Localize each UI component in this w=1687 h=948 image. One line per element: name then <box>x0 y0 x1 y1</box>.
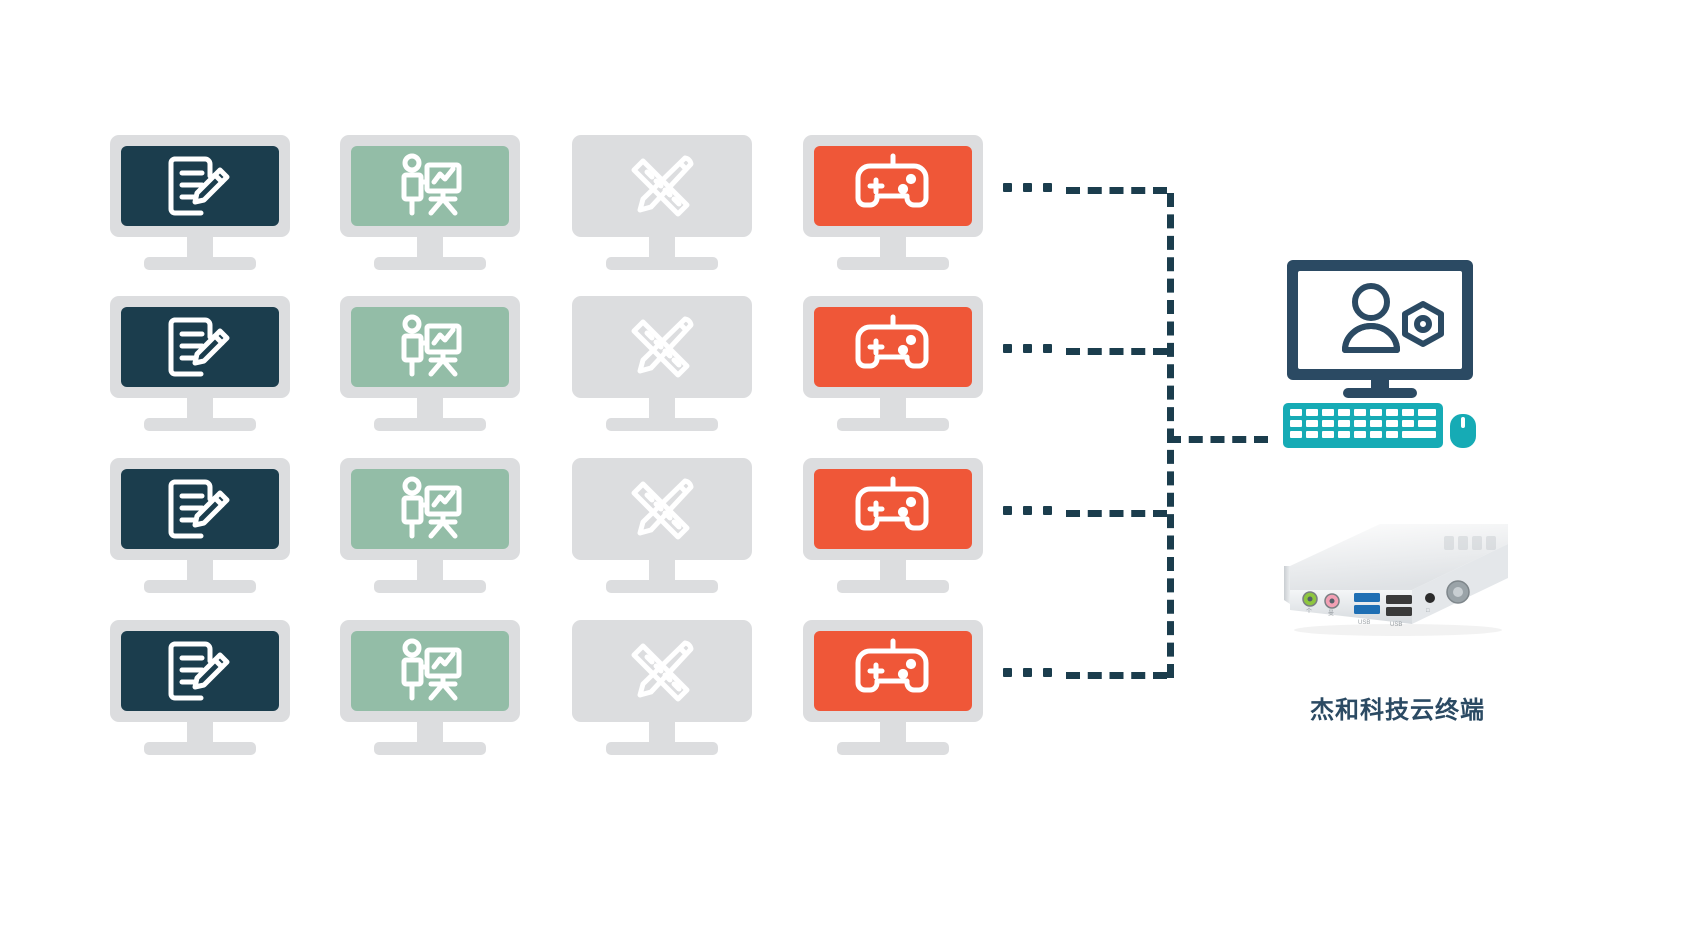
client-monitor-training[interactable] <box>340 620 520 755</box>
pencil-ruler-icon <box>583 146 741 226</box>
connector-tail <box>1167 436 1268 443</box>
connector-branch-3 <box>1066 510 1167 517</box>
gear-hex-icon <box>1402 301 1444 347</box>
client-monitor-gaming[interactable] <box>803 458 983 593</box>
presenter-chart-icon <box>351 469 509 549</box>
gamepad-icon <box>814 631 972 711</box>
monitor-base <box>144 742 256 755</box>
pencil-ruler-icon <box>583 469 741 549</box>
user-gear-icon <box>1342 283 1400 353</box>
client-monitor-gaming[interactable] <box>803 296 983 431</box>
dc-in-jack <box>1425 593 1435 603</box>
client-monitor-training[interactable] <box>340 458 520 593</box>
usb3-port-upper <box>1354 593 1380 602</box>
monitor-base <box>606 418 718 431</box>
terminal-monitor <box>1285 258 1475 398</box>
client-monitor-design[interactable] <box>572 296 752 431</box>
document-pencil-icon <box>121 469 279 549</box>
connector-branch-4 <box>1066 672 1167 679</box>
client-monitor-office[interactable] <box>110 135 290 270</box>
svg-text:□: □ <box>1426 608 1430 614</box>
ellipsis-row-3 <box>1003 506 1052 515</box>
presenter-chart-icon <box>351 307 509 387</box>
monitor-base <box>374 257 486 270</box>
client-monitor-office[interactable] <box>110 296 290 431</box>
monitor-base <box>837 742 949 755</box>
connector-branch-1 <box>1066 187 1167 194</box>
client-monitor-gaming[interactable] <box>803 620 983 755</box>
monitor-base <box>606 742 718 755</box>
monitor-base <box>144 418 256 431</box>
connector-branch-2 <box>1066 348 1167 355</box>
terminal-label: 杰和科技云终端 <box>1310 697 1485 724</box>
connector-trunk <box>1167 193 1174 678</box>
document-pencil-icon <box>121 146 279 226</box>
mini-pc-device: 个 曼 USB USB □ <box>1262 500 1512 645</box>
client-monitor-office[interactable] <box>110 458 290 593</box>
client-monitor-design[interactable] <box>572 458 752 593</box>
monitor-base <box>606 580 718 593</box>
client-monitor-training[interactable] <box>340 296 520 431</box>
client-monitor-design[interactable] <box>572 135 752 270</box>
ellipsis-row-1 <box>1003 183 1052 192</box>
gamepad-icon <box>814 307 972 387</box>
svg-text:USB: USB <box>1358 620 1370 626</box>
presenter-chart-icon <box>351 146 509 226</box>
terminal-keyboard <box>1283 403 1443 448</box>
client-monitor-office[interactable] <box>110 620 290 755</box>
monitor-base <box>837 257 949 270</box>
svg-text:曼: 曼 <box>1328 610 1334 617</box>
document-pencil-icon <box>121 631 279 711</box>
client-monitor-training[interactable] <box>340 135 520 270</box>
usb2-port-upper <box>1386 595 1412 604</box>
gamepad-icon <box>814 146 972 226</box>
monitor-base <box>374 742 486 755</box>
ellipsis-row-4 <box>1003 668 1052 677</box>
monitor-base <box>606 257 718 270</box>
document-pencil-icon <box>121 307 279 387</box>
monitor-base <box>144 257 256 270</box>
usb3-port-lower <box>1354 605 1380 614</box>
terminal-mouse <box>1436 397 1488 450</box>
monitor-base <box>374 418 486 431</box>
client-monitor-gaming[interactable] <box>803 135 983 270</box>
svg-text:USB: USB <box>1390 622 1402 628</box>
pencil-ruler-icon <box>583 631 741 711</box>
monitor-base <box>374 580 486 593</box>
ellipsis-row-2 <box>1003 344 1052 353</box>
svg-text:个: 个 <box>1306 608 1312 615</box>
monitor-base <box>837 580 949 593</box>
monitor-base <box>144 580 256 593</box>
gamepad-icon <box>814 469 972 549</box>
pencil-ruler-icon <box>583 307 741 387</box>
presenter-chart-icon <box>351 631 509 711</box>
monitor-base <box>837 418 949 431</box>
client-monitor-design[interactable] <box>572 620 752 755</box>
usb2-port-lower <box>1386 607 1412 616</box>
